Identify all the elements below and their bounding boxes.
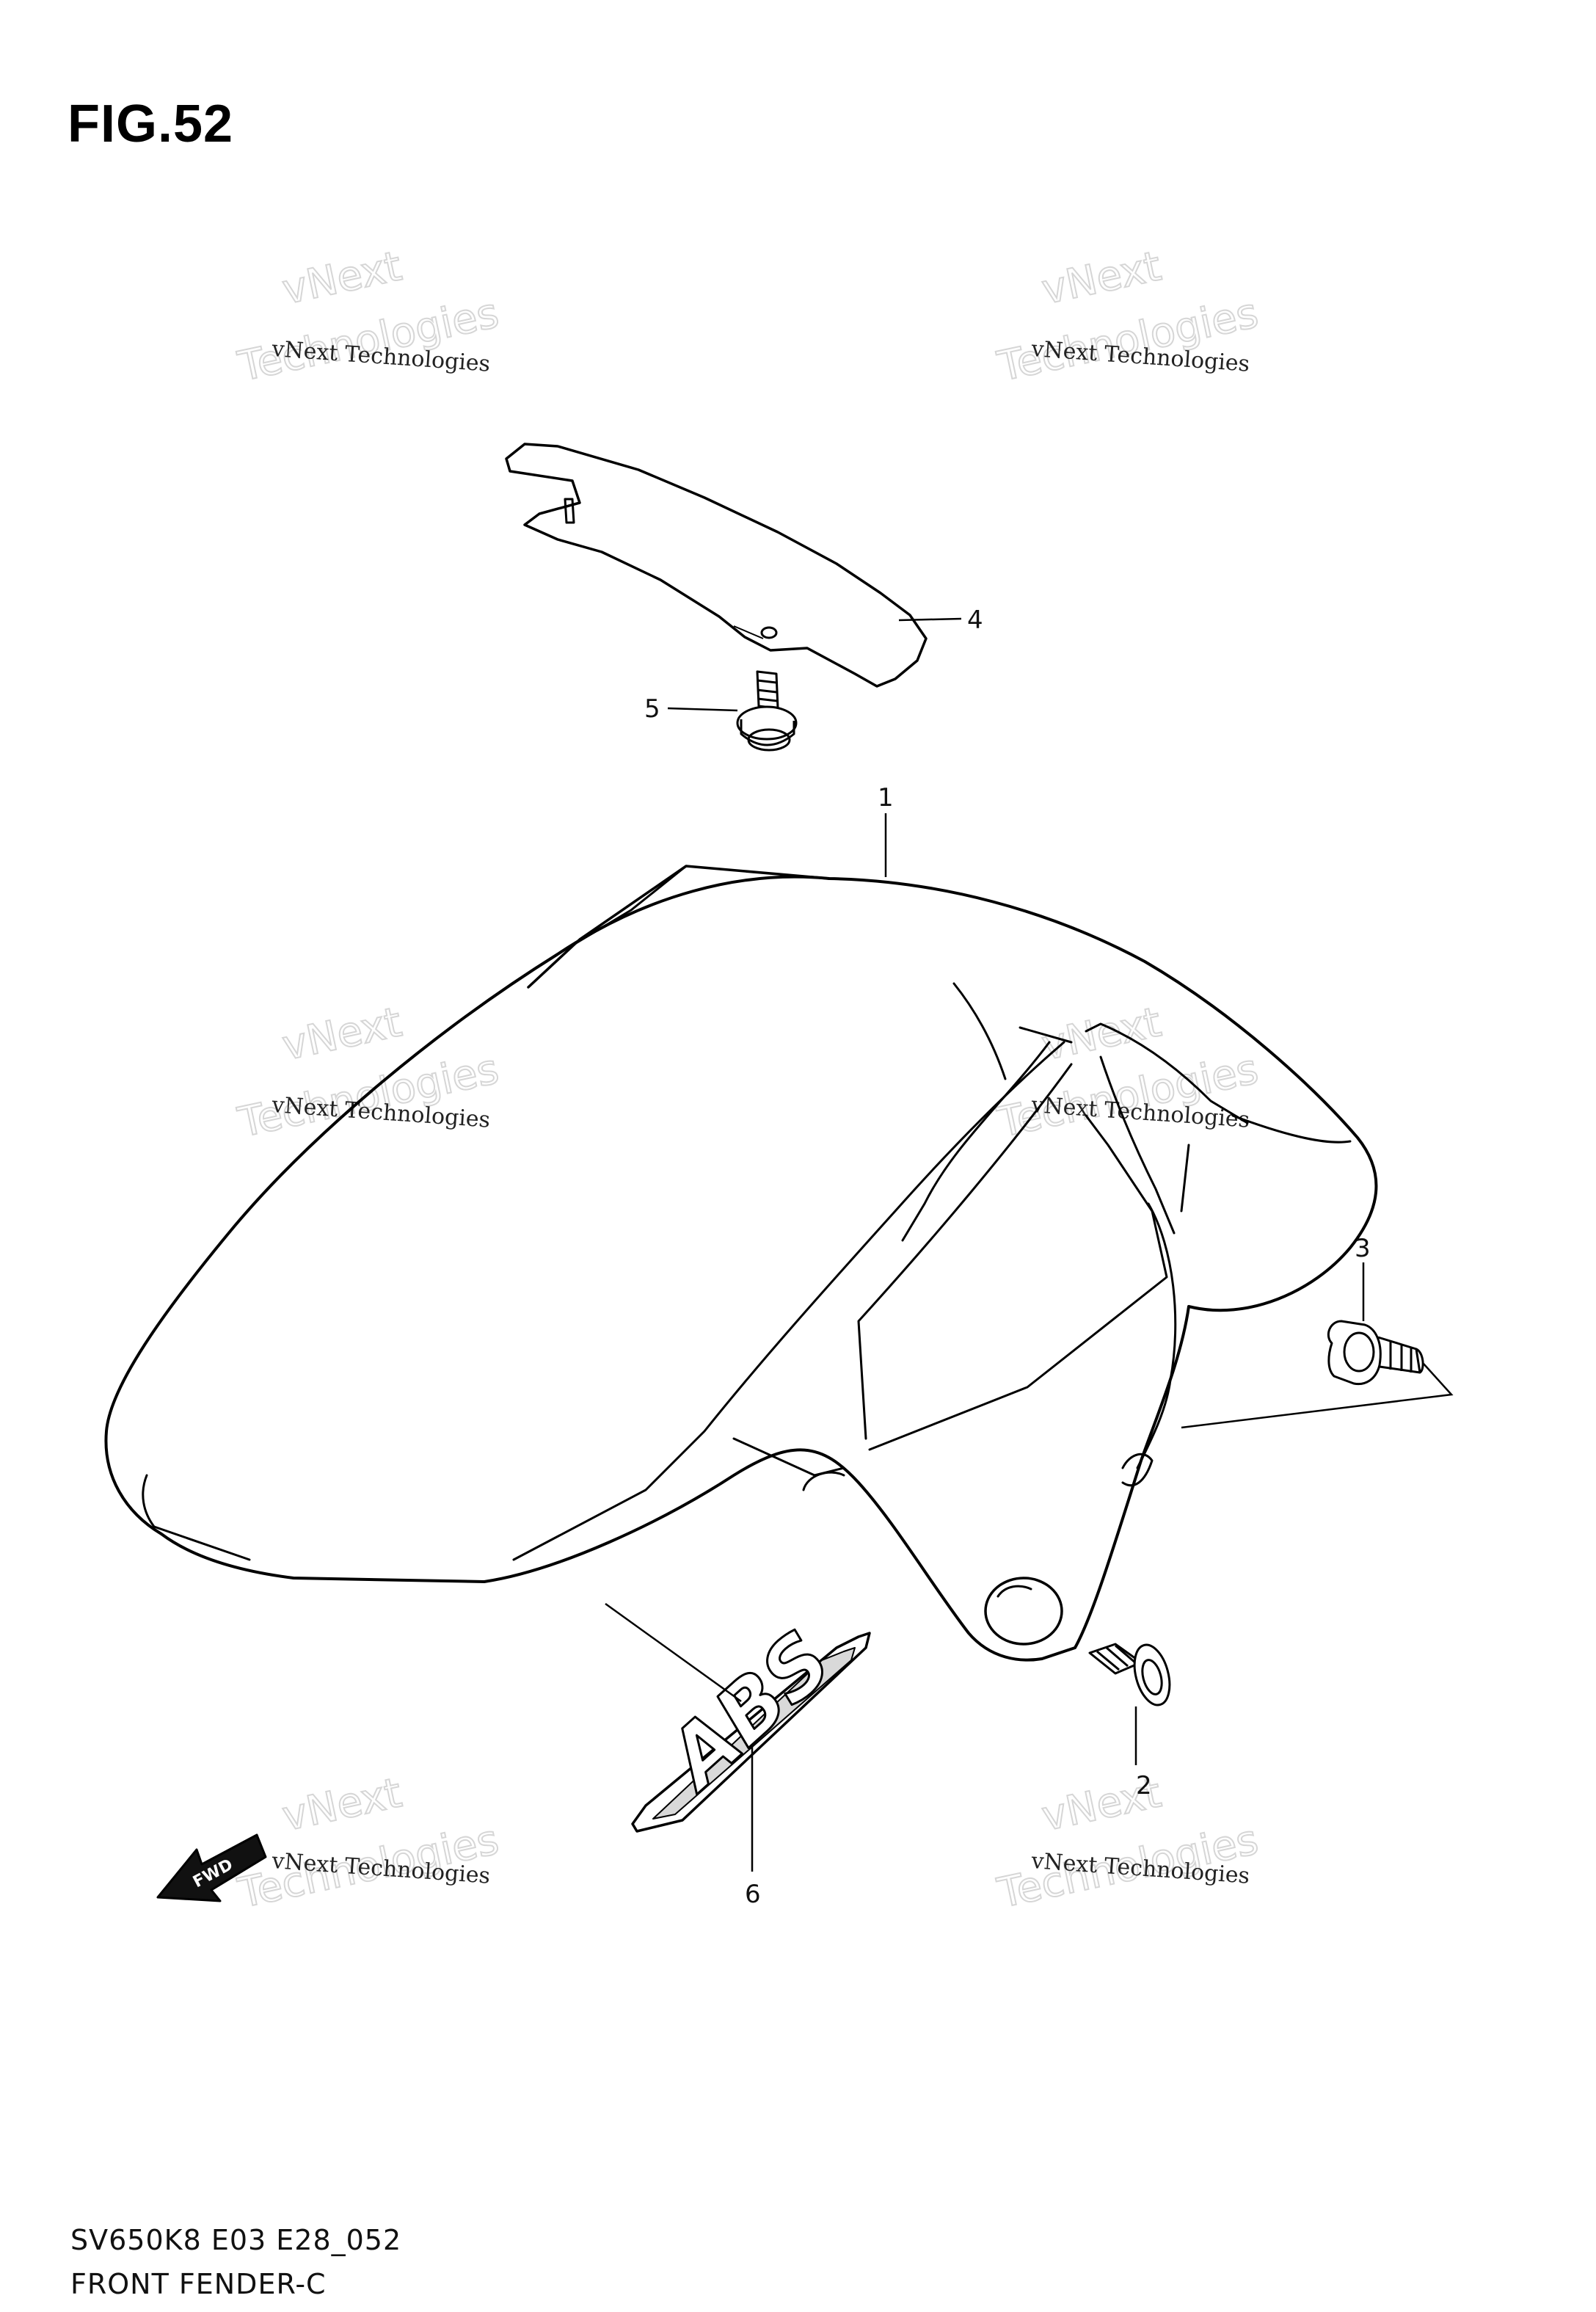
callout-4: 4 [967, 606, 983, 635]
fwd-direction-arrow: FWD [156, 1833, 267, 1902]
watermark-bottom-left: vNext Technologies [233, 1768, 503, 1918]
part-5-screw[interactable] [736, 670, 798, 752]
leader-5 [667, 707, 738, 712]
part-1-front-fender[interactable] [104, 865, 1378, 1662]
part-3-bolt[interactable] [1327, 1320, 1424, 1386]
part-4-bracket[interactable] [505, 443, 928, 688]
callout-3: 3 [1355, 1234, 1371, 1263]
watermark-big-top: vNext [278, 242, 406, 314]
watermark-bottom-right: vNext Technologies [993, 1768, 1263, 1918]
watermark-big-top: vNext [278, 1769, 406, 1841]
leader-4 [898, 617, 962, 622]
leader-3b [1181, 1363, 1454, 1429]
leader-lines [605, 617, 1454, 1872]
watermark-big-top: vNext [278, 998, 406, 1070]
callout-1: 1 [878, 783, 894, 813]
part-2-screw[interactable] [1088, 1641, 1176, 1709]
footer-model-code: SV650K8 E03 E28_052 [70, 2224, 402, 2256]
footer-part-name: FRONT FENDER-C [70, 2268, 327, 2300]
figure-title: FIG.52 [68, 95, 234, 153]
watermark-big-top: vNext [1038, 242, 1165, 314]
callout-5: 5 [644, 694, 660, 724]
callout-2: 2 [1136, 1771, 1152, 1800]
part-6-abs-emblem[interactable]: ABS [631, 1613, 871, 1833]
callout-6: 6 [745, 1880, 761, 1909]
leader-6b [605, 1602, 742, 1703]
